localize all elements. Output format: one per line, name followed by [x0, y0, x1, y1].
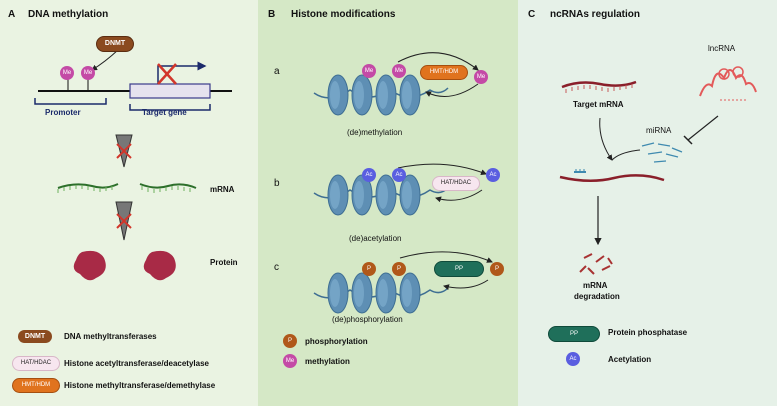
- block-x-1: [116, 143, 132, 159]
- histone-p-2: P: [392, 262, 406, 276]
- hmt-hdm-enzyme: HMT/HDM: [420, 65, 468, 80]
- dnmt-enzyme: DNMT: [96, 36, 134, 52]
- protein-blob-2: [143, 250, 176, 281]
- caption-methylation: (de)methylation: [347, 128, 403, 137]
- target-gene-label: Target gene: [142, 108, 187, 117]
- ncrna-graphics: [559, 66, 757, 275]
- histone-p-3: P: [490, 262, 504, 276]
- mirna-label: miRNA: [646, 126, 672, 135]
- histone-ac-3: Ac: [486, 168, 500, 182]
- pp-enzyme: PP: [434, 261, 484, 277]
- lncrna-label: lncRNA: [708, 44, 736, 53]
- target-mrna-strand: [561, 80, 637, 89]
- target-gene-box: [129, 83, 211, 99]
- mrna-fragments: [57, 183, 197, 193]
- panel-b-title: Histone modifications: [291, 9, 396, 20]
- degradation-label-1: mRNA: [583, 281, 608, 290]
- caption-acetylation: (de)acetylation: [349, 234, 402, 243]
- dna-methylation-graphics: [34, 49, 232, 281]
- sub-label-b: b: [274, 178, 280, 189]
- bound-mrna: [559, 174, 665, 182]
- protein-label: Protein: [210, 258, 238, 267]
- legend-pp-text: Protein phosphatase: [608, 328, 688, 337]
- histone-ac-1: Ac: [362, 168, 376, 182]
- legend-p-tag: P: [283, 334, 297, 348]
- legend-dnmt-text: DNA methyltransferases: [64, 332, 157, 341]
- legend-hmt-text: Histone methyltransferase/demethylase: [64, 381, 216, 390]
- promoter-label: Promoter: [45, 108, 81, 117]
- degraded-fragments: [579, 253, 613, 275]
- panel-c-letter: C: [528, 9, 536, 20]
- me-marker-2: Me: [81, 66, 95, 80]
- tss-arrow: [157, 61, 207, 84]
- promoter-bracket: [34, 98, 107, 105]
- panel-c-title: ncRNAs regulation: [550, 9, 641, 20]
- panel-a-title: DNA methylation: [28, 9, 109, 20]
- histone-p-1: P: [362, 262, 376, 276]
- legend-pp-tag: PP: [548, 326, 600, 342]
- block-x-2: [116, 213, 132, 229]
- histone-me-2: Me: [392, 64, 406, 78]
- protein-blob-1: [73, 250, 106, 281]
- sub-label-c: c: [274, 262, 279, 273]
- histone-me-1: Me: [362, 64, 376, 78]
- legend-dnmt-tag: DNMT: [18, 330, 52, 343]
- panel-a-letter: A: [8, 9, 16, 20]
- nucleosome-row-c: [313, 251, 493, 314]
- histone-ac-2: Ac: [392, 168, 406, 182]
- histone-graphics: [313, 52, 493, 314]
- target-gene-bracket: [129, 104, 211, 111]
- me-marker-1: Me: [60, 66, 74, 80]
- mrna-label: mRNA: [210, 185, 235, 194]
- hat-hdac-enzyme: HAT/HDAC: [432, 176, 480, 191]
- legend-me-text: methylation: [305, 357, 350, 366]
- legend-ac-tag: Ac: [566, 352, 580, 366]
- panel-b-letter: B: [268, 9, 276, 20]
- legend-hat-tag: HAT/HDAC: [12, 356, 60, 371]
- legend-me-tag: Me: [283, 354, 297, 368]
- lncrna-structure: [699, 66, 757, 101]
- target-mrna-label: Target mRNA: [573, 100, 624, 109]
- nucleosome-row-a: [313, 52, 479, 116]
- legend-hat-text: Histone acetyltransferase/deacetylase: [64, 359, 209, 368]
- mirna-cluster: [641, 142, 683, 163]
- legend-p-text: phosphorylation: [305, 337, 368, 346]
- legend-ac-text: Acetylation: [608, 355, 652, 364]
- nucleosome-row-b: [313, 163, 487, 216]
- block-x-gene: [157, 63, 177, 85]
- legend-hmt-tag: HMT/HDM: [12, 378, 60, 393]
- caption-phosphorylation: (de)phosphorylation: [332, 315, 403, 324]
- sub-label-a: a: [274, 66, 280, 77]
- histone-me-3: Me: [474, 70, 488, 84]
- degradation-label-2: degradation: [574, 292, 620, 301]
